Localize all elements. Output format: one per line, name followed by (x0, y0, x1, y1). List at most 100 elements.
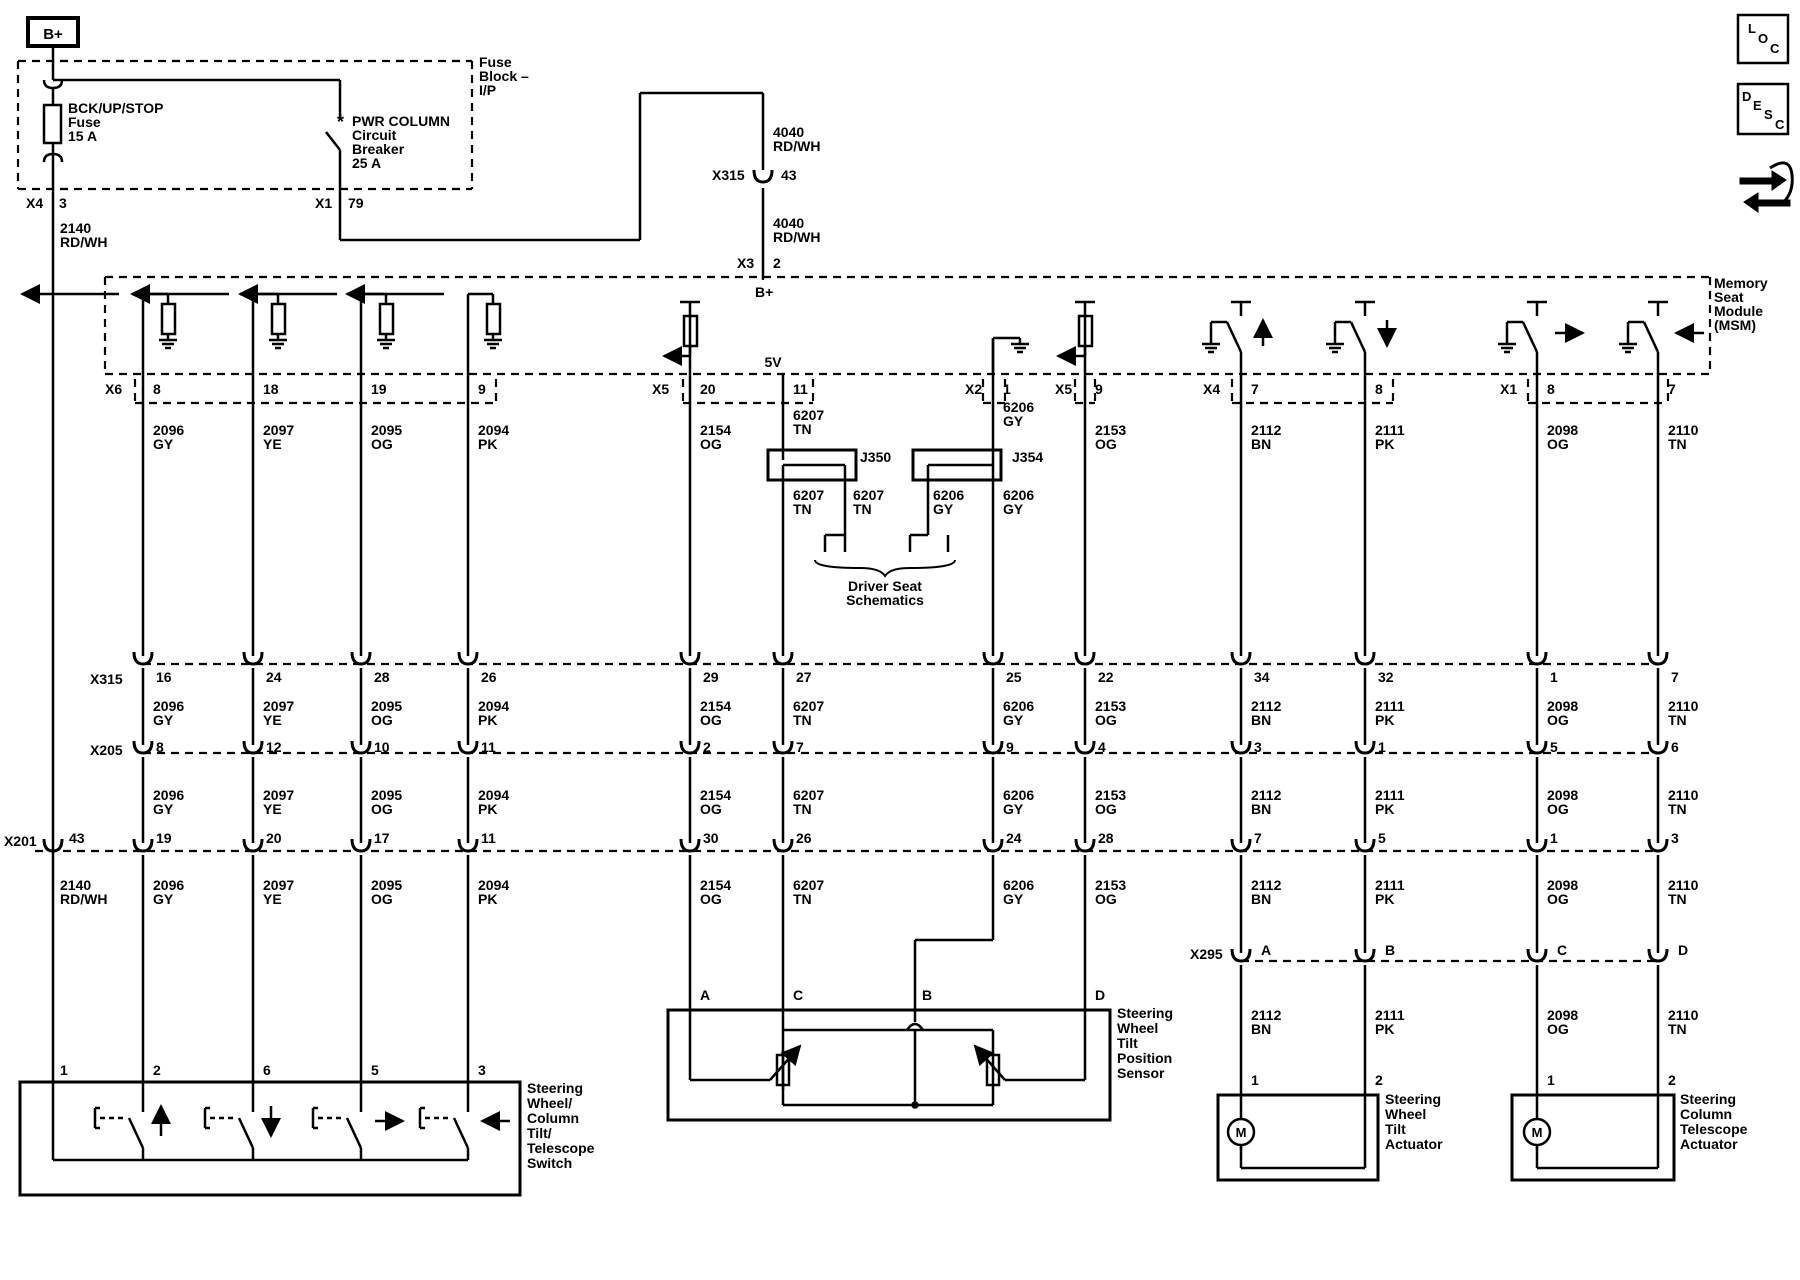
connector-group-label: X5 (1055, 381, 1072, 397)
breaker-symbol (325, 131, 341, 151)
telescope-actuator-name: Actuator (1680, 1136, 1738, 1152)
fuse-block-title: Block – (479, 68, 529, 84)
wire-label-2153: OG (1095, 801, 1117, 817)
x205-pin-connector (772, 740, 794, 755)
module-pin-2154: 20 (700, 381, 716, 397)
wire-label-6207: TN (793, 891, 812, 907)
actuator-pin-2098: 1 (1547, 1072, 1555, 1088)
breaker-star: * (337, 112, 344, 132)
brace-driver-seat (814, 559, 956, 578)
wire-label-2110: 2110 (1668, 877, 1699, 893)
wire-label-2153: 2153 (1095, 877, 1126, 893)
splice-j350-box (766, 448, 858, 482)
wire-label-2097: YE (263, 712, 282, 728)
wire-label-2097: 2097 (263, 877, 294, 893)
x205-pin-2096: 8 (156, 739, 164, 755)
switch-component-box (18, 1080, 522, 1197)
pullup-resistor (160, 302, 177, 336)
x205-pin-2110: 6 (1671, 739, 1679, 755)
breaker-feed-label: 4040 (773, 215, 804, 231)
wire-label-2112: BN (1251, 436, 1271, 452)
x201-pin-2094: 11 (481, 830, 496, 846)
wire-label-2094: 2094 (478, 422, 509, 438)
x201-pin-2154: 30 (703, 830, 719, 846)
x201-pin-connector (1074, 838, 1096, 853)
splice-branch-label: 6207 (853, 487, 884, 503)
module-pin-2097: 18 (263, 381, 279, 397)
x201-feed-pin: 43 (69, 830, 85, 846)
connector-symbol (42, 152, 64, 163)
module-pin-6207: 11 (793, 381, 808, 397)
actuator-pin-2112: 1 (1251, 1072, 1259, 1088)
wire-label-2097: YE (263, 801, 282, 817)
feed-wire-label: 2140 (60, 220, 91, 236)
wire-label-2094: PK (478, 891, 497, 907)
x205-pin-connector (679, 740, 701, 755)
breaker-feed-label: 4040 (773, 124, 804, 140)
wire-label-2094: 2094 (478, 787, 509, 803)
wire-label-2098: 2098 (1547, 422, 1578, 438)
wire-label-6207: 6207 (793, 877, 824, 893)
x315-pin-connector (1230, 651, 1252, 666)
x315-pin-2094: 26 (481, 669, 497, 685)
splice-branch-label: GY (933, 501, 954, 517)
module-pin-2110: 7 (1668, 381, 1676, 397)
switch-component-name: Wheel/ (527, 1095, 572, 1111)
x315-row-label: X315 (90, 671, 123, 687)
x201-pin-connector (1647, 838, 1669, 853)
wire-label-2098: 2098 (1547, 787, 1578, 803)
connector-group-label: X6 (105, 381, 122, 397)
wire-label-2111: 2111 (1375, 422, 1405, 438)
breaker-label: PWR COLUMN (352, 113, 450, 129)
wiper-2 (973, 1044, 1006, 1081)
module-x3-label: X3 (737, 255, 754, 271)
wire-label-2112: 2112 (1251, 1007, 1282, 1023)
breaker-feed-label: RD/WH (773, 138, 820, 154)
sensor-component-name: Sensor (1117, 1065, 1165, 1081)
switch-contact (237, 1117, 255, 1149)
switch-pin-2095: 5 (371, 1062, 379, 1078)
wire-label-6206: 6206 (1003, 877, 1034, 893)
x315-pin-2097: 24 (266, 669, 282, 685)
wire-label-6207: 6207 (793, 787, 824, 803)
wire-label-2098: 2098 (1547, 877, 1578, 893)
actuator-pin-2111: 2 (1375, 1072, 1383, 1088)
switch-feed-pin: 1 (60, 1062, 68, 1078)
fuse-symbol (42, 103, 63, 145)
wire-label-2097: 2097 (263, 422, 294, 438)
description-icon-letter: C (1775, 117, 1785, 132)
x205-pin-connector (242, 740, 264, 755)
module-pin-2112: 7 (1251, 381, 1259, 397)
x201-pin-connector (242, 838, 264, 853)
wire-label-2112: BN (1251, 1021, 1271, 1037)
x295-pin-connector (1526, 948, 1548, 963)
description-icon-letter: D (1742, 89, 1751, 104)
x205-row-label: X205 (90, 742, 123, 758)
description-icon-letter: S (1764, 107, 1773, 122)
connector-group-label: X4 (1203, 381, 1220, 397)
wire-label-2097: YE (263, 891, 282, 907)
x315-pin-connector (242, 651, 264, 666)
breaker-label: Breaker (352, 141, 405, 157)
wire-label-2154: 2154 (700, 422, 731, 438)
x295-row-label: X295 (1190, 946, 1223, 962)
driver-switch (1642, 321, 1660, 353)
x295-pin-2098: C (1557, 942, 1567, 958)
x315-connector (752, 169, 774, 184)
breaker-label: 25 A (352, 155, 381, 171)
switch-component-name: Column (527, 1110, 579, 1126)
x295-pin-2112: A (1261, 942, 1271, 958)
feed-wire-label: RD/WH (60, 891, 107, 907)
wire-label-2098: 2098 (1547, 698, 1578, 714)
wire-label-2098: OG (1547, 891, 1569, 907)
wire-label-2111: PK (1375, 891, 1394, 907)
wire-label-2154: 2154 (700, 877, 731, 893)
sensor-component-name: Steering (1117, 1005, 1173, 1021)
location-icon-letter: L (1748, 21, 1756, 36)
x315-pin-2111: 32 (1378, 669, 1394, 685)
fuse-x4-label: X4 (26, 195, 43, 211)
fuse-label: BCK/UP/STOP (68, 100, 163, 116)
x205-pin-2095: 10 (374, 739, 390, 755)
wire-label-2096: 2096 (153, 698, 184, 714)
